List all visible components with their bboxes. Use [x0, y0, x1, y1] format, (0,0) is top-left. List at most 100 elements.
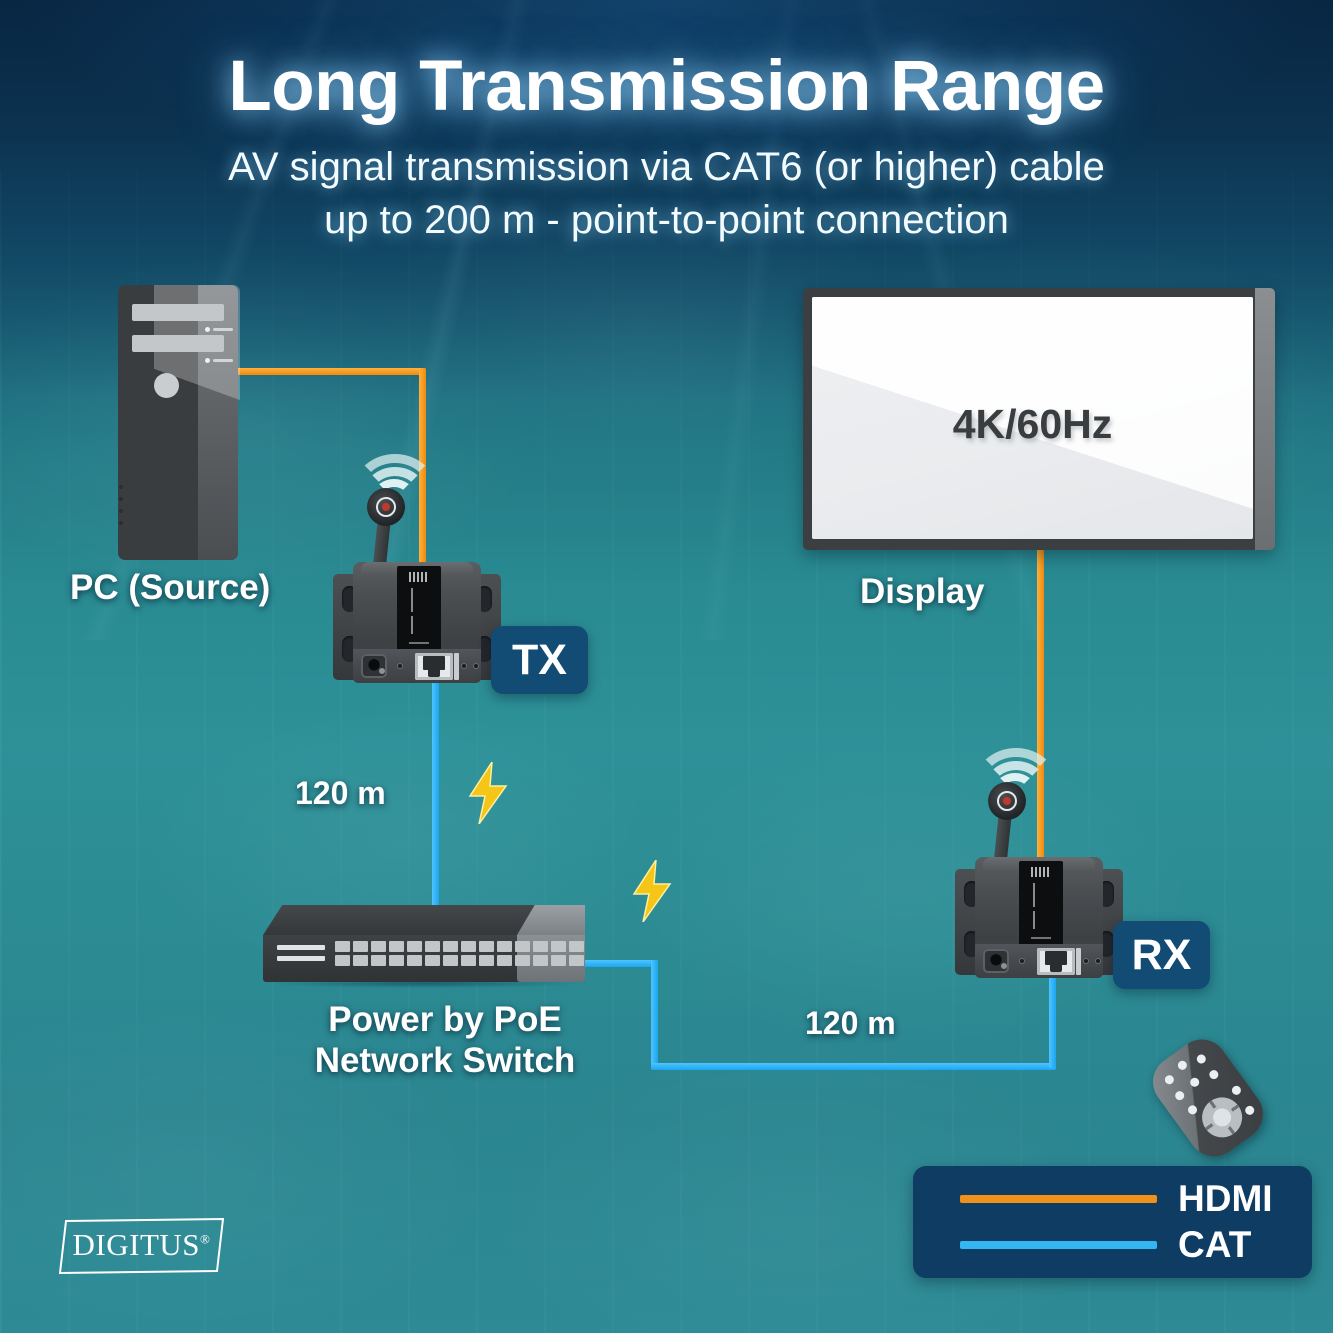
pc-vent-1	[119, 485, 123, 489]
pc-led-1	[205, 327, 210, 332]
ir-signal-arc-middle-tx	[364, 467, 426, 520]
switch-indicator-bar-1	[277, 945, 325, 950]
switch-port	[479, 955, 494, 966]
cat-cable-tx-to-switch	[432, 676, 439, 912]
ir-led-rx	[1003, 797, 1011, 805]
tx-status-led-1	[461, 663, 467, 669]
rx-badge: RX	[1113, 921, 1210, 989]
ir-emitter-rx	[966, 742, 1058, 895]
distance-label-left: 120 m	[295, 775, 386, 811]
ir-led-tx	[382, 503, 390, 511]
switch-label: Power by PoE Network Switch	[300, 1000, 590, 1082]
switch-port	[407, 941, 422, 952]
tx-dc-pin	[379, 668, 385, 674]
pc-slot-line-1	[213, 328, 233, 331]
display-monitor: 4K/60Hz	[803, 288, 1275, 550]
poe-network-switch	[263, 905, 585, 988]
page-subtitle: AV signal transmission via CAT6 (or high…	[0, 141, 1333, 247]
pc-power-button	[154, 373, 179, 398]
tx-label-logo	[409, 572, 429, 582]
rx-product-label	[1019, 861, 1063, 949]
tx-side-strip	[454, 653, 459, 680]
ir-signal-arc-middle-rx	[985, 761, 1047, 814]
rx-front-panel	[975, 944, 1103, 978]
rx-rj45-contacts	[1045, 951, 1067, 965]
pc-drive-bay-1	[132, 304, 224, 321]
switch-label-line-2: Network Switch	[314, 1040, 576, 1080]
ir-emitter-tx	[345, 448, 437, 601]
rx-status-led-1	[1083, 958, 1089, 964]
ir-signal-arc-inner-tx	[374, 479, 414, 511]
legend-row-cat: CAT	[913, 1222, 1312, 1268]
pc-drive-bay-2	[132, 335, 224, 352]
page-title: Long Transmission Range	[228, 47, 1105, 126]
rx-dc-pin	[1001, 963, 1007, 969]
tx-badge: TX	[491, 626, 588, 694]
rx-label-text-2	[1033, 911, 1035, 929]
rx-power-led	[1019, 958, 1025, 964]
cat-cable-switch-horizontal	[580, 960, 658, 967]
switch-port	[443, 941, 458, 952]
rx-rj45-tab	[1050, 963, 1062, 972]
tx-status-led-2	[473, 663, 479, 669]
switch-port	[497, 941, 512, 952]
legend-row-hdmi: HDMI	[913, 1176, 1312, 1222]
switch-port	[533, 941, 548, 952]
switch-port	[479, 941, 494, 952]
distance-label-right: 120 m	[805, 1005, 896, 1041]
tx-front-panel	[353, 649, 481, 683]
ir-signal-arc-outer-rx	[974, 748, 1058, 823]
pc-vent-3	[119, 509, 123, 513]
pc-slot-line-2	[213, 359, 233, 362]
logo-trademark-symbol: ®	[200, 1231, 211, 1247]
switch-port	[353, 941, 368, 952]
display-screen: 4K/60Hz	[812, 297, 1253, 539]
switch-port	[533, 955, 548, 966]
switch-shadow	[269, 979, 579, 988]
pc-source-label: PC (Source)	[70, 568, 271, 607]
ir-ring-tx	[376, 497, 396, 517]
rx-status-led-2	[1095, 958, 1101, 964]
extender-receiver	[955, 855, 1123, 980]
switch-port	[551, 955, 566, 966]
switch-indicator-bar-2	[277, 956, 325, 961]
hdmi-cable-pc-horizontal	[236, 368, 426, 375]
legend-swatch-hdmi	[960, 1195, 1157, 1203]
rx-dc-power-jack	[983, 949, 1009, 973]
switch-port	[407, 955, 422, 966]
cat-cable-switch-vertical-drop	[651, 960, 658, 1070]
ir-signal-arc-outer-tx	[353, 454, 437, 529]
switch-port	[551, 941, 566, 952]
switch-port	[371, 955, 386, 966]
switch-port	[335, 955, 350, 966]
subtitle-line-2: up to 200 m - point-to-point connection	[324, 197, 1009, 242]
switch-port	[569, 955, 584, 966]
switch-port	[569, 941, 584, 952]
rx-label-barcode	[1031, 937, 1051, 939]
extender-transmitter	[333, 560, 501, 685]
display-resolution-text: 4K/60Hz	[952, 401, 1113, 447]
switch-port	[443, 955, 458, 966]
pc-vent-4	[119, 521, 123, 525]
tx-dc-power-jack	[361, 654, 387, 678]
tx-rj45-port	[415, 653, 453, 680]
digitus-logo: DIGITUS®	[59, 1218, 224, 1274]
switch-port	[515, 955, 530, 966]
switch-port	[515, 941, 530, 952]
tx-rj45-contacts	[423, 656, 445, 670]
tx-label-text-1	[411, 588, 413, 612]
rx-side-strip	[1076, 948, 1081, 975]
display-screen-gloss	[812, 297, 1253, 539]
logo-brand-name: DIGITUS	[72, 1227, 201, 1262]
display-bezel-right-edge	[1255, 288, 1275, 550]
switch-label-line-1: Power by PoE	[328, 1000, 562, 1039]
display-label: Display	[860, 572, 985, 611]
subtitle-line-1: AV signal transmission via CAT6 (or high…	[228, 145, 1105, 189]
switch-port-grid	[335, 941, 584, 966]
ir-ring-rx	[997, 791, 1017, 811]
power-bolt-icon-right	[632, 860, 672, 922]
cat-cable-bottom-horizontal	[651, 1063, 1056, 1070]
legend-swatch-cat	[960, 1241, 1157, 1249]
background-top-glow	[0, 0, 1333, 300]
pc-tower	[118, 285, 240, 560]
